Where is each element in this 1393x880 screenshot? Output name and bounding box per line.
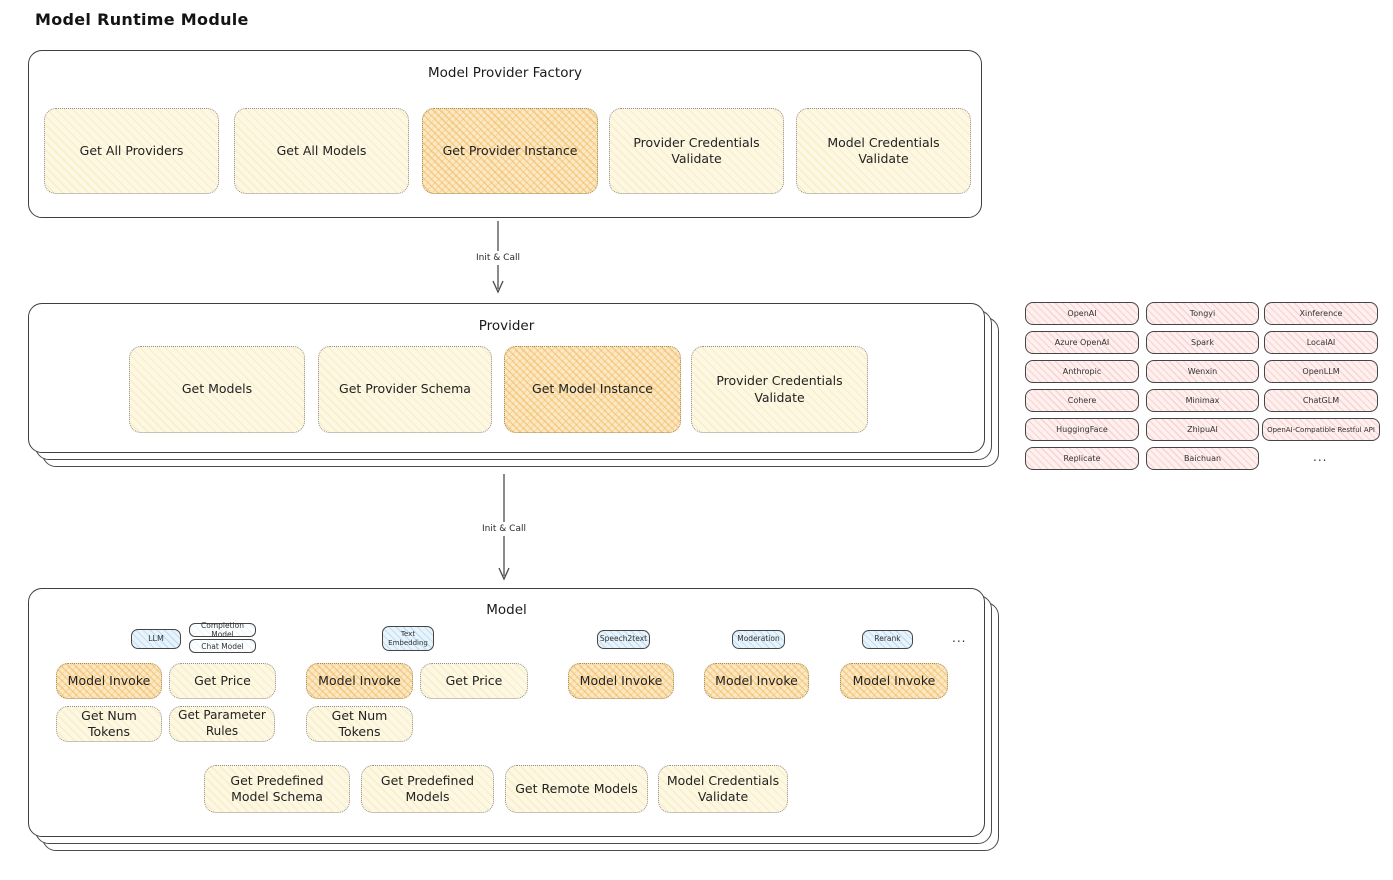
provider-get-provider-schema: Get Provider Schema <box>318 346 492 433</box>
arrow-label-init-call-2: Init & Call <box>478 522 530 536</box>
moderation-model-invoke: Model Invoke <box>704 663 809 699</box>
provider-chip-tongyi: Tongyi <box>1146 302 1259 325</box>
provider-chip-cohere: Cohere <box>1025 389 1139 412</box>
speech2text-model-invoke: Model Invoke <box>568 663 674 699</box>
providers-grid-ellipsis: ... <box>1313 450 1328 464</box>
provider-chip-wenxin: Wenxin <box>1146 360 1259 383</box>
model-get-predefined-model-schema: Get Predefined Model Schema <box>204 765 350 813</box>
factory-get-all-models: Get All Models <box>234 108 409 194</box>
tab-moderation: Moderation <box>732 630 785 649</box>
factory-get-all-providers: Get All Providers <box>44 108 219 194</box>
llm-get-price: Get Price <box>169 663 276 699</box>
page-title: Model Runtime Module <box>35 10 249 29</box>
provider-chip-azure-openai: Azure OpenAI <box>1025 331 1139 354</box>
text-embedding-get-price: Get Price <box>420 663 528 699</box>
model-container: Model LLM Completion Model Chat Model Te… <box>28 588 985 837</box>
provider-chip-minimax: Minimax <box>1146 389 1259 412</box>
llm-model-invoke: Model Invoke <box>56 663 162 699</box>
provider-chip-replicate: Replicate <box>1025 447 1139 470</box>
tab-rerank: Rerank <box>862 630 913 649</box>
provider-chip-anthropic: Anthropic <box>1025 360 1139 383</box>
rerank-model-invoke: Model Invoke <box>840 663 948 699</box>
provider-chip-huggingface: HuggingFace <box>1025 418 1139 441</box>
provider-chip-baichuan: Baichuan <box>1146 447 1259 470</box>
provider-chip-zhipuai: ZhipuAI <box>1146 418 1259 441</box>
tab-completion-model: Completion Model <box>189 621 256 639</box>
provider-container: Provider Get Models Get Provider Schema … <box>28 303 985 453</box>
text-embedding-model-invoke: Model Invoke <box>306 663 413 699</box>
factory-get-provider-instance: Get Provider Instance <box>422 108 598 194</box>
factory-container: Model Provider Factory Get All Providers… <box>28 50 982 218</box>
provider-chip-xinference: Xinference <box>1264 302 1378 325</box>
provider-chip-chatglm: ChatGLM <box>1264 389 1378 412</box>
provider-chip-openllm: OpenLLM <box>1264 360 1378 383</box>
provider-get-model-instance: Get Model Instance <box>504 346 681 433</box>
provider-title: Provider <box>478 318 535 334</box>
arrow-label-init-call-1: Init & Call <box>472 251 524 265</box>
model-tabs-ellipsis: ... <box>952 631 967 645</box>
tab-llm: LLM <box>131 629 181 649</box>
tab-chat-model: Chat Model <box>189 639 256 653</box>
factory-model-credentials-validate: Model Credentials Validate <box>796 108 971 194</box>
provider-chip-spark: Spark <box>1146 331 1259 354</box>
text-embedding-get-num-tokens: Get Num Tokens <box>306 706 413 742</box>
model-get-predefined-models: Get Predefined Models <box>361 765 494 813</box>
provider-chip-openai: OpenAI <box>1025 302 1139 325</box>
provider-chip-openai-compatible: OpenAI-Compatible Restful API <box>1262 418 1380 441</box>
provider-credentials-validate: Provider Credentials Validate <box>691 346 868 433</box>
model-get-remote-models: Get Remote Models <box>505 765 648 813</box>
model-title: Model <box>486 602 527 618</box>
tab-speech2text: Speech2text <box>597 630 650 649</box>
llm-get-num-tokens: Get Num Tokens <box>56 706 162 742</box>
llm-get-parameter-rules: Get Parameter Rules <box>169 706 275 742</box>
tab-text-embedding: Text Embedding <box>382 626 434 651</box>
model-credentials-validate: Model Credentials Validate <box>658 765 788 813</box>
provider-chip-localai: LocalAI <box>1264 331 1378 354</box>
provider-get-models: Get Models <box>129 346 305 433</box>
factory-provider-credentials-validate: Provider Credentials Validate <box>609 108 784 194</box>
factory-title: Model Provider Factory <box>427 65 582 81</box>
